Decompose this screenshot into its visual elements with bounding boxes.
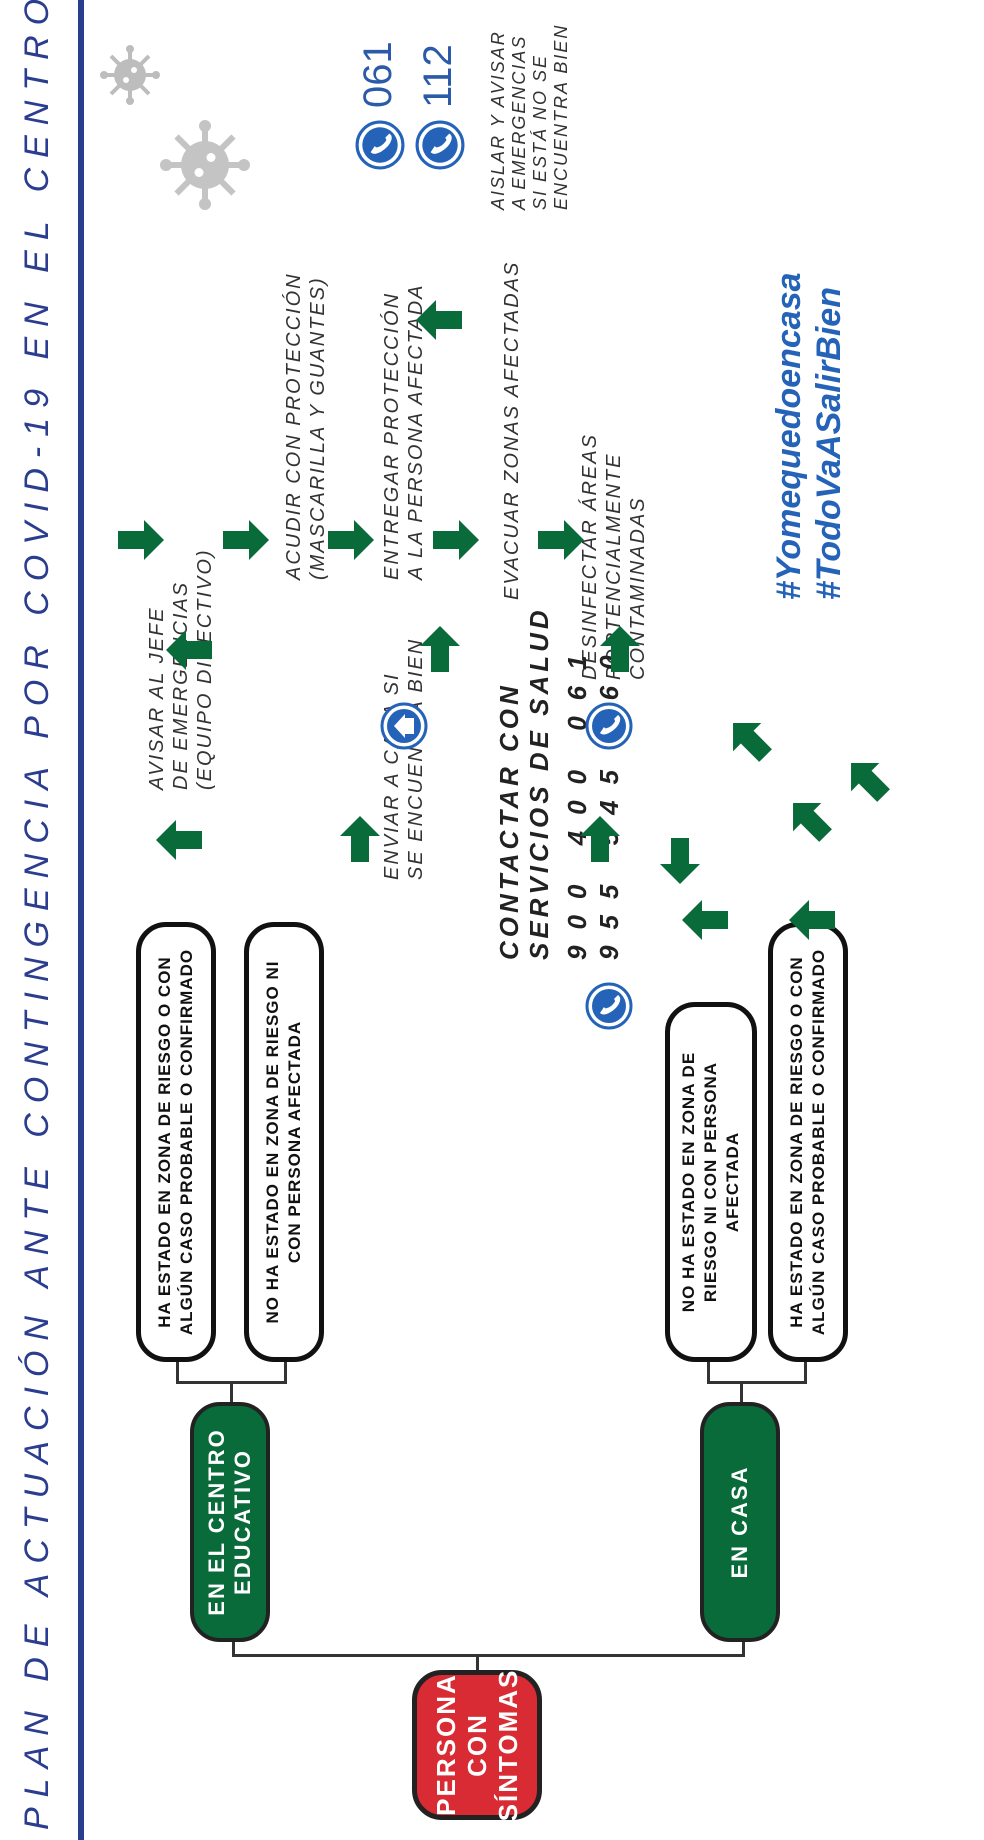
- phone-icon: [415, 120, 465, 170]
- arrow-icon: [328, 520, 374, 560]
- arrow-icon: [733, 723, 772, 762]
- arrow-icon: [682, 900, 728, 940]
- arrow-icon: [538, 520, 584, 560]
- arrow-icon: [340, 816, 380, 862]
- home-icon: [380, 702, 428, 750]
- arrow-icon: [600, 626, 640, 672]
- arrow-icon: [223, 520, 269, 560]
- phone-icon: [355, 120, 405, 170]
- arrow-icon: [118, 520, 164, 560]
- arrow-icon: [793, 803, 832, 842]
- arrow-icon: [789, 900, 835, 940]
- arrow-icon: [851, 763, 890, 802]
- phone-icon: [585, 982, 633, 1030]
- virus-icon: [100, 45, 160, 105]
- arrow-icon: [156, 820, 202, 860]
- arrow-icon: [420, 626, 460, 672]
- arrow-icon: [580, 816, 620, 862]
- virus-icon: [160, 120, 250, 210]
- phone-icon: [585, 702, 633, 750]
- arrow-icon: [416, 300, 462, 340]
- arrow-icon: [433, 520, 479, 560]
- arrow-icon: [166, 630, 212, 670]
- arrow-icon: [660, 838, 700, 884]
